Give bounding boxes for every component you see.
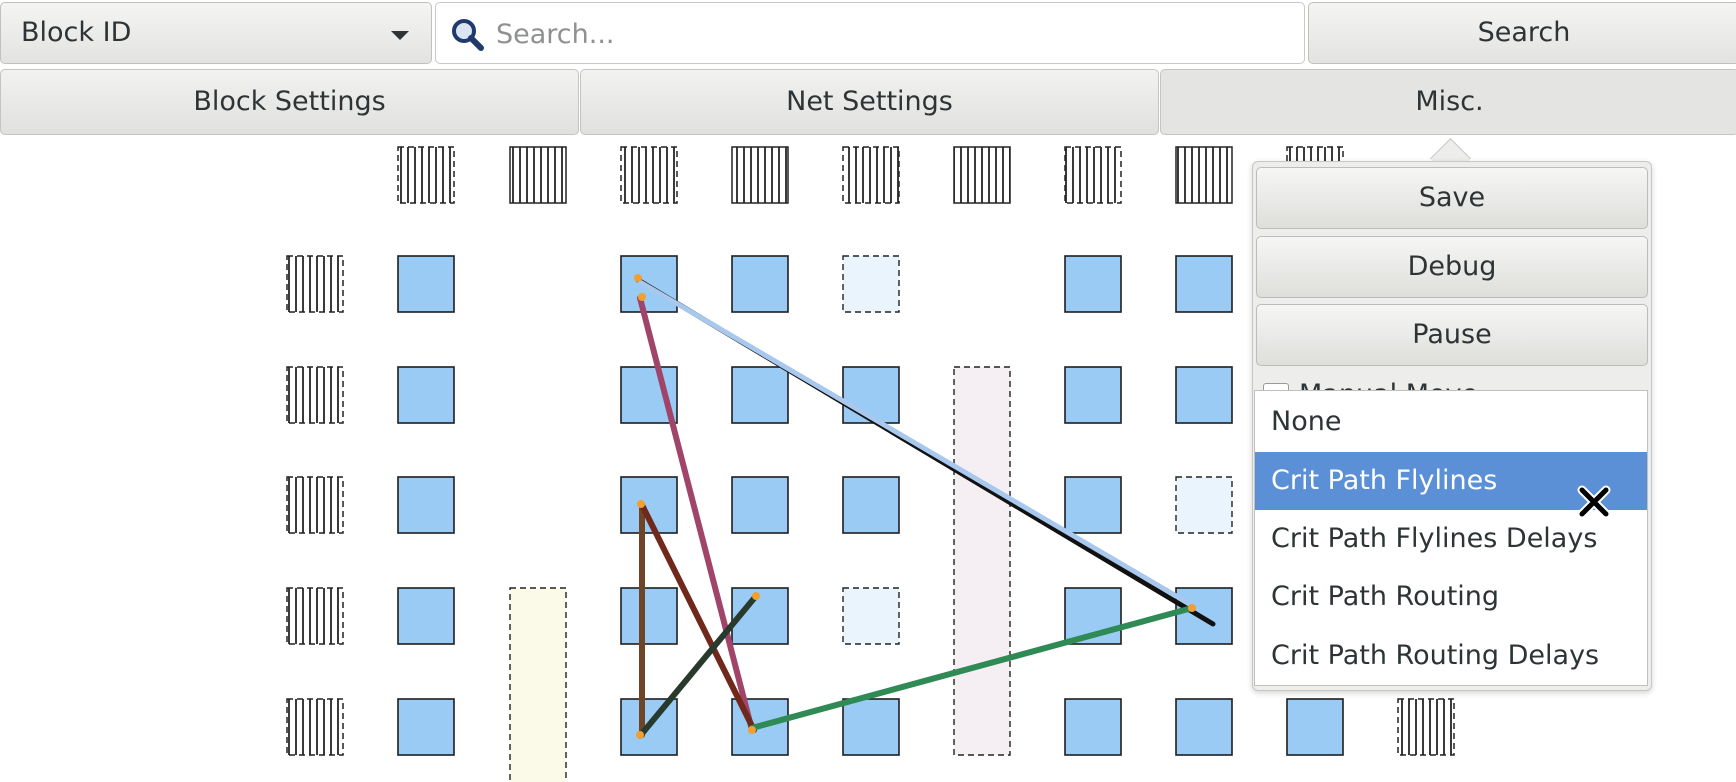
io-block [842,146,900,204]
io-block-column [286,255,1455,756]
io-block [1397,698,1455,756]
multiplier-block [953,366,1011,756]
logic-block [1286,698,1344,756]
empty-block [842,587,900,645]
logic-block [842,366,900,424]
io-block [286,587,344,645]
flyline-endpoint [638,293,646,301]
empty-block [842,255,900,313]
crit-path-dropdown-list: None Crit Path Flylines Crit Path Flylin… [1254,390,1648,686]
tab-net-settings[interactable]: Net Settings [580,69,1159,135]
flyline-endpoint [637,500,645,508]
io-block [731,146,789,204]
io-block [286,698,344,756]
search-type-label: Block ID [21,17,132,48]
pause-button[interactable]: Pause [1256,304,1648,366]
io-block [620,146,678,204]
flyline-endpoint [748,726,756,734]
io-block [286,255,344,313]
logic-block [397,366,455,424]
memory-block [509,587,567,782]
flyline [749,605,1195,731]
logic-block [1175,698,1233,756]
crit-path-option-routing[interactable]: Crit Path Routing [1271,581,1500,612]
crit-path-option-none[interactable]: None [1271,406,1342,437]
logic-block [842,698,900,756]
search-type-dropdown[interactable]: Block ID [0,2,432,64]
io-block [509,146,567,204]
flyline-endpoint [1188,604,1196,612]
chevron-down-icon [391,31,409,40]
flyline [639,502,757,733]
logic-block [620,476,678,534]
logic-block [397,698,455,756]
empty-block [1175,476,1233,534]
flyline [637,593,759,739]
search-icon [452,19,484,51]
io-block [1064,146,1122,204]
logic-block [397,476,455,534]
logic-block [842,476,900,534]
io-block-row [397,146,1344,204]
search-button[interactable]: Search [1308,2,1736,64]
flyline-endpoint [636,731,644,739]
logic-block [1064,476,1122,534]
toolbar: Block ID Search [0,0,1736,66]
logic-block [1175,255,1233,313]
io-block [286,476,344,534]
flyline [637,279,1198,610]
search-field[interactable] [435,2,1305,64]
save-button[interactable]: Save [1256,167,1648,229]
close-cursor-icon [1577,485,1611,519]
flyline-endpoint [752,592,760,600]
logic-block [397,587,455,645]
logic-block [1064,698,1122,756]
io-block [953,146,1011,204]
flyline [637,295,755,733]
search-input[interactable] [494,11,1288,57]
crit-path-flylines [634,274,1216,739]
tab-misc[interactable]: Misc. [1160,69,1736,135]
debug-button[interactable]: Debug [1256,236,1648,298]
logic-block [731,366,789,424]
logic-block [620,587,678,645]
logic-block [731,255,789,313]
tall-block-group [509,366,1011,782]
logic-block [1175,366,1233,424]
io-block [1175,146,1233,204]
logic-block [1064,366,1122,424]
flyline-endpoint [634,274,642,282]
crit-path-option-routing-delays[interactable]: Crit Path Routing Delays [1271,640,1600,671]
logic-block [397,255,455,313]
io-block [397,146,455,204]
crit-path-option-flylines[interactable]: Crit Path Flylines [1255,452,1647,510]
logic-block [731,476,789,534]
logic-block [1064,255,1122,313]
crit-path-option-flylines-delays[interactable]: Crit Path Flylines Delays [1271,523,1598,554]
tab-block-settings[interactable]: Block Settings [0,69,579,135]
io-block [286,366,344,424]
